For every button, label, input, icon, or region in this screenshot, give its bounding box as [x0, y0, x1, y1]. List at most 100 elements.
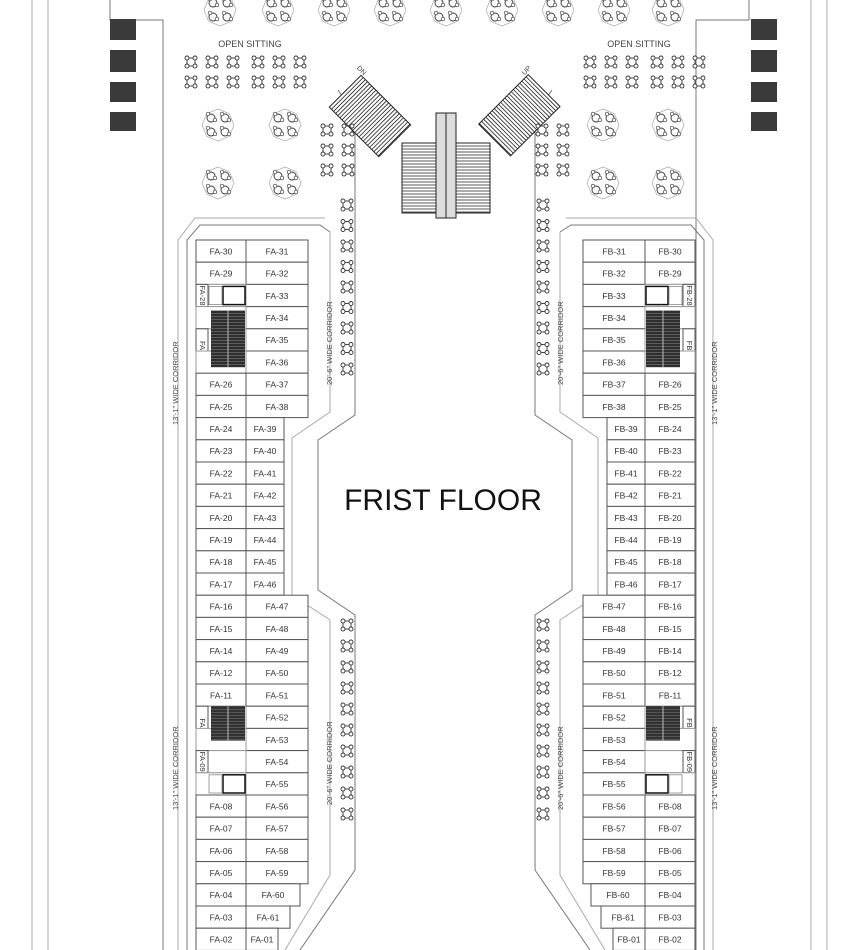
core-staircase: [211, 310, 245, 368]
fa-unit-label: FA-29: [210, 269, 233, 279]
table-with-chairs-icon: [536, 765, 550, 779]
fb-unit-label: FB-14: [658, 646, 681, 656]
fa-unit-label: FA-59: [266, 868, 289, 878]
fa-unit-label: FA-08: [210, 801, 233, 811]
fb-unit-label: FB-53: [602, 735, 625, 745]
fb-unit-label: FB-25: [658, 402, 681, 412]
fb-unit-label: FB-32: [602, 269, 625, 279]
table-with-chairs-icon: [536, 219, 550, 232]
fb-unit-label: FB-59: [602, 868, 625, 878]
table-with-chairs-icon: [692, 75, 706, 89]
shaft-icon: [208, 285, 223, 305]
fa-unit-label: FA-20: [210, 513, 233, 523]
fa-unit-label: FA-30: [210, 246, 233, 256]
round-table-cluster-icon: [268, 166, 302, 200]
corridor-label-right-top: 13'-1" WIDE CORRIDOR: [710, 341, 719, 425]
fa-unit-label: FA-39: [254, 424, 277, 434]
corridor-label-left-top: 13'-1" WIDE CORRIDOR: [171, 341, 180, 425]
table-with-chairs-icon: [536, 744, 550, 758]
fb-shop-unit[interactable]: [644, 927, 696, 950]
table-with-chairs-icon: [556, 163, 570, 177]
table-with-chairs-icon: [340, 723, 354, 737]
fa-unit-label: FA-04: [210, 890, 233, 900]
table-with-chairs-icon: [671, 55, 685, 69]
fa-unit-label: FA-15: [210, 624, 233, 634]
table-with-chairs-icon: [556, 143, 570, 157]
floor-title: FRIST FLOOR: [344, 484, 542, 517]
table-with-chairs-icon: [536, 618, 550, 632]
stair-flight-right: [455, 142, 491, 214]
table-with-chairs-icon: [535, 163, 549, 177]
fa-unit-label: FA-23: [210, 446, 233, 456]
table-with-chairs-icon: [272, 75, 286, 89]
fb-unit-label: FB-22: [658, 468, 681, 478]
fa-unit-label: FA-32: [266, 269, 289, 279]
fa-unit-label: FA-33: [266, 291, 289, 301]
fa-unit-label: FA-11: [210, 690, 232, 700]
round-table-cluster-icon: [317, 0, 351, 27]
fa-unit-label: FA-22: [210, 468, 233, 478]
round-table-cluster-icon: [268, 108, 302, 142]
fa-unit-label: FA-48: [266, 624, 289, 634]
fb-unit-label: FB-09: [685, 751, 694, 771]
fa-unit-label: FA-24: [210, 424, 233, 434]
open-sitting-label-left: OPEN SITTING: [218, 39, 282, 49]
table-with-chairs-icon: [692, 55, 706, 69]
fb-unit-label: FB-12: [658, 668, 681, 678]
fb-unit-label: FB-39: [614, 424, 637, 434]
corridor-label-inner-right-bottom: 20'-6" WIDE CORRIDOR: [556, 726, 565, 810]
fb-unit-label: FB-41: [614, 468, 637, 478]
table-with-chairs-icon: [536, 260, 550, 273]
fb-unit-label: FB-08: [658, 801, 681, 811]
fa-unit-label: FA-60: [262, 890, 285, 900]
fa-unit-label: FA-61: [257, 912, 280, 922]
table-with-chairs-icon: [535, 143, 549, 157]
corridor-label-inner-right-top: 20'-6" WIDE CORRIDOR: [556, 301, 565, 385]
fb-unit-label: FB-31: [602, 246, 625, 256]
table-with-chairs-icon: [340, 744, 354, 758]
table-with-chairs-icon: [536, 280, 550, 294]
table-with-chairs-icon: [340, 660, 354, 674]
fb-unit-label: FB-40: [614, 446, 637, 456]
fa-unit-label: FA-18: [210, 557, 233, 567]
fa-shop-unit[interactable]: [195, 927, 247, 950]
fa-unit-label: FA-54: [266, 757, 289, 767]
fb-unit-label: FB-26: [658, 380, 681, 390]
table-with-chairs-icon: [293, 75, 307, 89]
fa-unit-label: FA-41: [254, 468, 277, 478]
table-with-chairs-icon: [536, 239, 550, 253]
fa-unit-label: FA-06: [210, 846, 233, 856]
fa-unit-label: FA-05: [210, 868, 233, 878]
table-with-chairs-icon: [251, 55, 265, 69]
table-with-chairs-icon: [650, 75, 664, 89]
table-with-chairs-icon: [184, 55, 198, 69]
fb-unit-label: FB-02: [658, 935, 681, 945]
fa-unit-label: FA-28: [198, 285, 207, 305]
fb-unit-label: FB-23: [658, 446, 681, 456]
fb-unit-label: FB-36: [602, 357, 625, 367]
fa-unit-label: FA-40: [254, 446, 277, 456]
table-with-chairs-icon: [535, 123, 549, 137]
fa-unit-label: FA-17: [210, 579, 233, 589]
fb-unit-label: FB-04: [658, 890, 681, 900]
round-table-cluster-icon: [586, 166, 620, 200]
corridor-label-left-bottom: 13'-1" WIDE CORRIDOR: [171, 726, 180, 810]
table-with-chairs-icon: [272, 55, 286, 69]
fb-unit-label: FB-24: [658, 424, 681, 434]
fb-unit-label: FB-35: [602, 335, 625, 345]
table-with-chairs-icon: [293, 55, 307, 69]
table-with-chairs-icon: [251, 75, 265, 89]
table-with-chairs-icon: [340, 342, 354, 355]
corridor-label-inner-left-bottom: 20'-6" WIDE CORRIDOR: [325, 721, 334, 805]
round-table-cluster-icon: [485, 0, 519, 27]
fb-unit-label: FB-01: [617, 935, 640, 945]
corridor-label-inner-left-top: 20'-6" WIDE CORRIDOR: [325, 301, 334, 385]
atrium-outline: [177, 89, 714, 950]
fb-unit-label: FB-52: [602, 713, 625, 723]
table-with-chairs-icon: [536, 362, 550, 376]
table-with-chairs-icon: [536, 807, 550, 821]
table-with-chairs-icon: [340, 639, 354, 653]
table-with-chairs-icon: [205, 75, 219, 89]
